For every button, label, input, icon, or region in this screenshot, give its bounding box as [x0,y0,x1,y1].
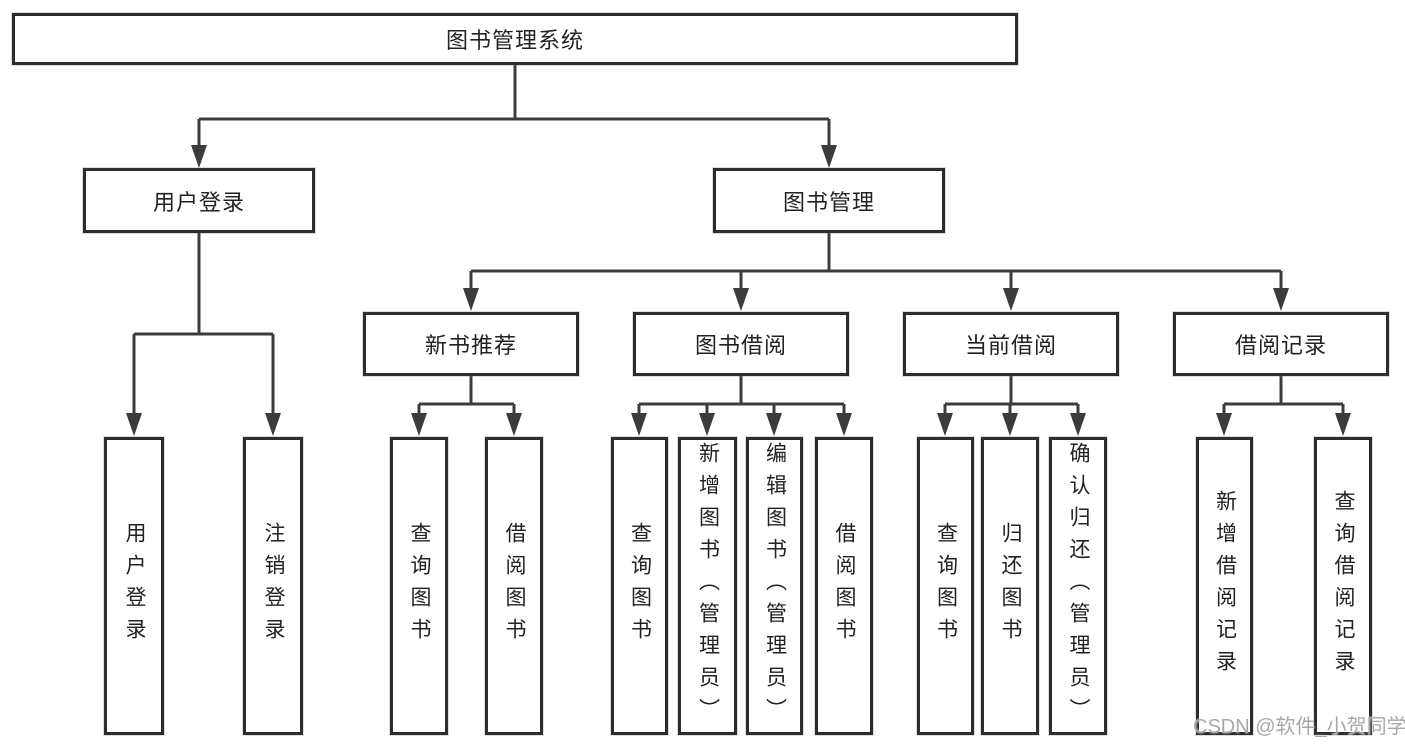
connector-book-management-children [463,233,1289,311]
leaf-edit-books-admin: 编辑图书（管理员） [746,437,803,735]
node-library-management-system: 图书管理系统 [12,13,1018,65]
leaf-confirm-return-admin: 确认归还（管理员） [1049,437,1107,735]
leaf-query-books-recommend: 查询图书 [390,437,448,735]
csdn-watermark: CSDN @软件_小贺同学 [1193,716,1405,738]
node-book-borrow: 图书借阅 [633,312,849,376]
leaf-add-books-admin: 新增图书（管理员） [678,437,737,735]
leaf-user-login: 用户登录 [104,437,164,735]
leaf-add-borrow-record: 新增借阅记录 [1196,437,1253,735]
node-borrow-record: 借阅记录 [1173,312,1389,376]
node-current-borrow: 当前借阅 [903,312,1119,376]
connector-borrow-record-children [1216,376,1351,436]
leaf-query-borrow-record: 查询借阅记录 [1314,437,1372,735]
leaf-query-books-current: 查询图书 [917,437,974,735]
connector-new-book-recommend-children [411,376,522,436]
node-user-login: 用户登录 [83,168,315,233]
node-book-management: 图书管理 [713,168,945,233]
leaf-return-books: 归还图书 [981,437,1039,735]
leaf-query-books-borrow: 查询图书 [611,437,668,735]
leaf-logout: 注销登录 [243,437,303,735]
leaf-borrow-books: 借阅图书 [815,437,873,735]
connector-current-borrow-children [937,376,1086,436]
connector-user-login-children [126,233,281,436]
connector-root-to-level2 [191,65,837,168]
node-new-book-recommend: 新书推荐 [363,312,579,376]
leaf-borrow-books-recommend: 借阅图书 [485,437,543,735]
connector-book-borrow-children [631,376,852,436]
